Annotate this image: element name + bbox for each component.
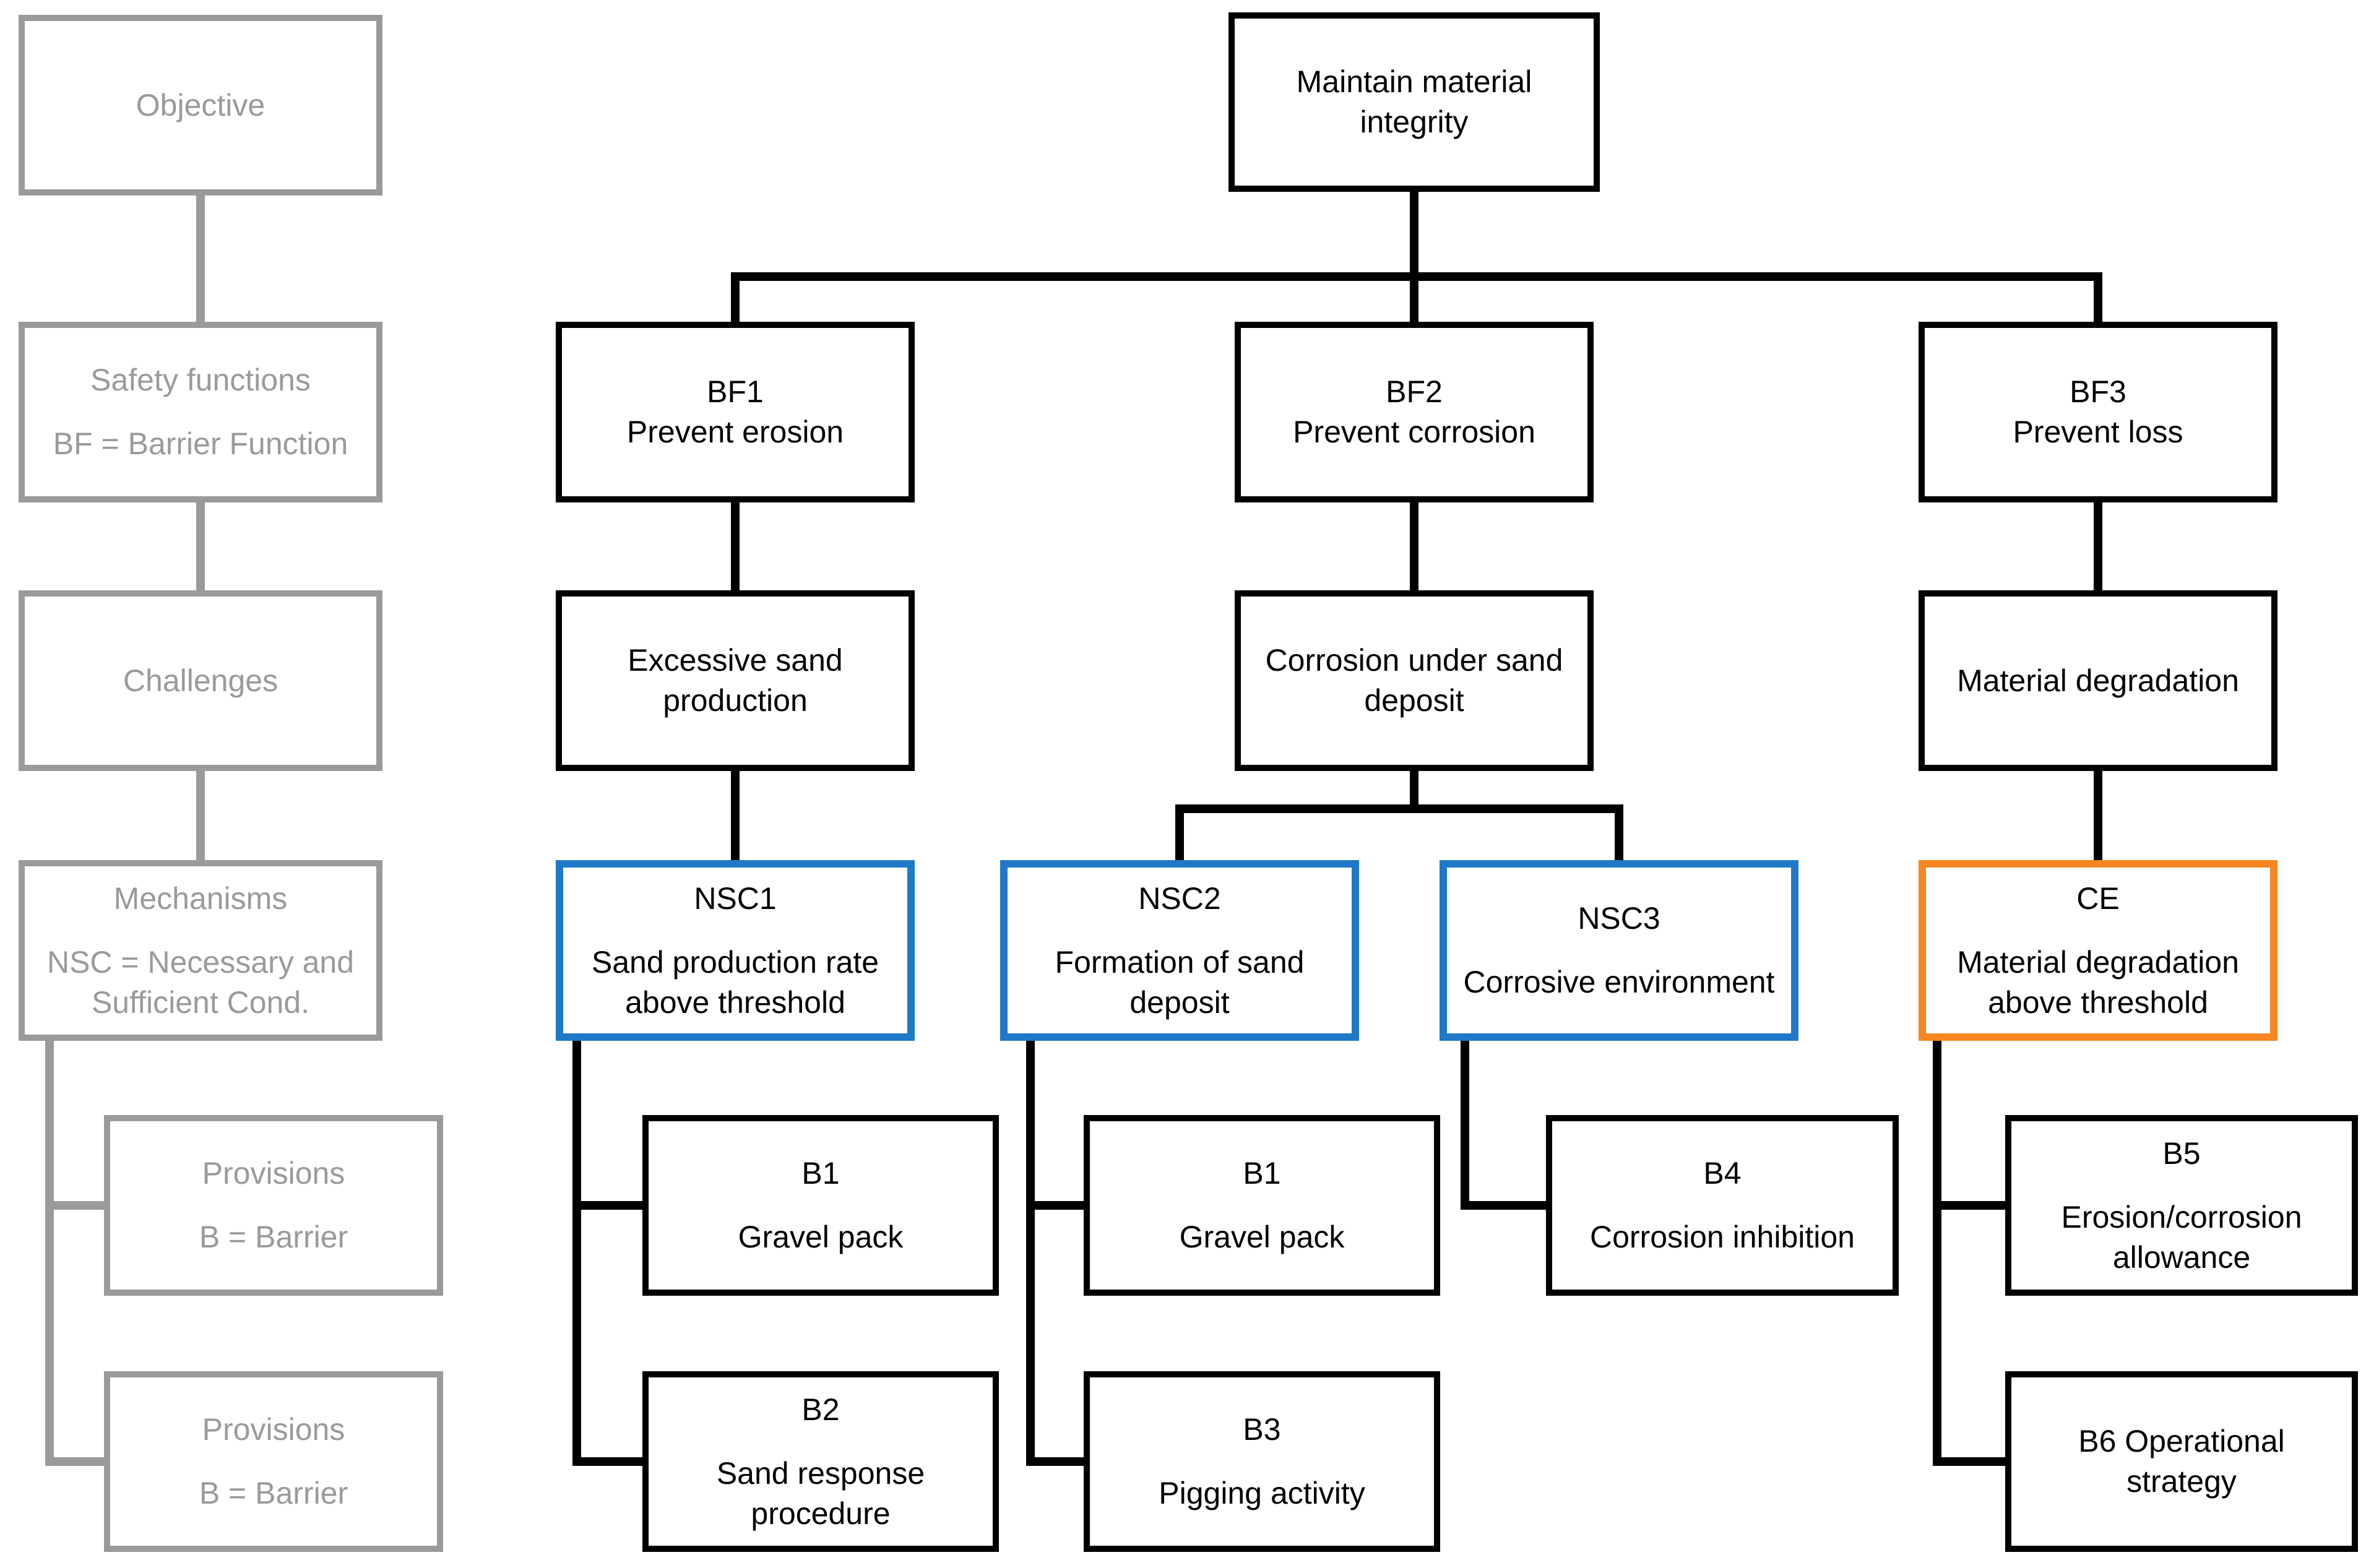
node-challenge-material-degradation: Material degradation [1919,590,2277,771]
legend-safety-title: Safety functions [90,363,311,397]
node-ch2-label: Corrosion under sand deposit [1265,643,1563,718]
connector-drop-nsc3 [1615,804,1623,860]
legend-connector-safety-challenges [196,502,205,590]
node-b6-operational-strategy: B6 Operational strategy [2005,1371,2358,1552]
node-bf3: BF3 Prevent loss [1919,322,2277,502]
node-ch3-label: Material degradation [1957,663,2239,698]
node-b1-gravel-pack-corrosion: B1 Gravel pack [1084,1115,1440,1296]
legend-challenges-label: Challenges [123,663,278,698]
node-b1a-label: Gravel pack [738,1220,904,1254]
node-bf1: BF1 Prevent erosion [556,322,915,502]
legend-connector-objective-safety [196,196,205,322]
legend-box-provisions-2: Provisions B = Barrier [104,1371,443,1552]
connector-bf2-challenge [1410,502,1418,590]
node-b2-label: Sand response procedure [716,1455,925,1531]
connector-ch2-split-drop [1410,771,1418,813]
node-bf2-label: Prevent corrosion [1293,415,1535,449]
node-nsc3: NSC3 Corrosive environment [1440,860,1798,1041]
legend-provisions1-title: Provisions [202,1156,345,1191]
node-ce: CE Material degradation above threshold [1919,860,2277,1041]
node-b3-label: Pigging activity [1159,1476,1365,1510]
node-b4-code: B4 [1703,1156,1742,1191]
node-bf2: BF2 Prevent corrosion [1235,322,1594,502]
legend-safety-note: BF = Barrier Function [53,426,348,461]
node-ce-label: Material degradation above threshold [1957,944,2239,1020]
legend-provisions1-note: B = Barrier [199,1220,348,1254]
node-b5-erosion-corrosion-allowance: B5 Erosion/corrosion allowance [2005,1115,2358,1296]
node-challenge-corrosion-under-sand: Corrosion under sand deposit [1235,590,1594,771]
node-nsc3-label: Corrosive environment [1463,965,1775,999]
legend-connector-stub-provisions-1 [45,1201,104,1210]
node-nsc1-code: NSC1 [694,881,777,916]
node-objective: Maintain material integrity [1228,12,1600,192]
node-b5-code: B5 [2162,1135,2201,1171]
legend-connector-stub-provisions-2 [45,1457,104,1466]
node-bf1-label: Prevent erosion [626,415,844,449]
connector-nsc1-stub-b1 [572,1201,642,1210]
connector-ce-stub-b6 [1933,1457,2005,1466]
node-b3-code: B3 [1243,1412,1281,1447]
node-ch1-label: Excessive sand production [628,643,843,718]
connector-bf3-challenge [2094,502,2102,590]
legend-box-objective: Objective [19,15,382,196]
node-challenge-excessive-sand: Excessive sand production [556,590,915,771]
connector-ch1-nsc1 [731,771,740,860]
legend-box-mechanisms: Mechanisms NSC = Necessary and Sufficien… [19,860,382,1041]
connector-nsc1-stub-b2 [572,1457,642,1466]
legend-box-provisions-1: Provisions B = Barrier [104,1115,443,1296]
node-nsc2: NSC2 Formation of sand deposit [1000,860,1359,1041]
node-nsc2-code: NSC2 [1138,881,1221,916]
connector-ch3-ce [2094,771,2102,860]
connector-nsc2-drop [1026,1041,1035,1466]
node-nsc2-label: Formation of sand deposit [1055,944,1305,1020]
node-bf3-code: BF3 [2070,374,2126,409]
legend-connector-mechanisms-drop [45,1041,54,1466]
legend-provisions2-note: B = Barrier [199,1476,348,1510]
connector-nsc3-stub-b4 [1461,1201,1546,1210]
connector-nsc3-drop [1461,1041,1469,1210]
node-b5-label: Erosion/corrosion allowance [2061,1199,2302,1275]
node-bf3-label: Prevent loss [2013,415,2183,449]
node-b3-pigging-activity: B3 Pigging activity [1084,1371,1440,1552]
node-b1a-code: B1 [801,1156,840,1191]
legend-connector-challenges-mechanisms [196,771,205,860]
legend-box-challenges: Challenges [19,590,382,771]
node-ce-code: CE [2076,881,2120,916]
connector-nsc-split-rail [1175,804,1623,813]
legend-mechanisms-note: NSC = Necessary and Sufficient Cond. [46,944,355,1020]
legend-provisions2-title: Provisions [202,1412,345,1447]
node-b1b-code: B1 [1243,1156,1281,1191]
legend-objective-label: Objective [136,87,266,123]
node-objective-label: Maintain material integrity [1296,64,1532,139]
node-bf2-code: BF2 [1386,374,1443,409]
node-nsc3-code: NSC3 [1578,901,1660,936]
connector-nsc2-stub-b1 [1026,1201,1084,1210]
node-b2-code: B2 [801,1392,840,1427]
node-b4-corrosion-inhibition: B4 Corrosion inhibition [1546,1115,1899,1296]
connector-nsc2-stub-b3 [1026,1457,1084,1466]
connector-drop-bf3 [2094,272,2102,322]
connector-drop-nsc2 [1175,804,1184,860]
connector-bf1-challenge [731,502,740,590]
connector-objective-drop [1410,192,1418,281]
node-b1b-label: Gravel pack [1179,1220,1345,1254]
node-nsc1-label: Sand production rate above threshold [591,944,879,1020]
connector-drop-bf2 [1410,272,1418,322]
legend-mechanisms-title: Mechanisms [113,881,288,916]
node-bf1-code: BF1 [707,374,764,409]
node-b1-gravel-pack-erosion: B1 Gravel pack [642,1115,999,1296]
node-b6-label: B6 Operational strategy [2078,1424,2285,1499]
connector-drop-bf1 [731,272,740,322]
connector-nsc1-drop [572,1041,581,1466]
connector-ce-drop [1933,1041,1941,1466]
node-b2-sand-response: B2 Sand response procedure [642,1371,999,1552]
connector-ce-stub-b5 [1933,1201,2005,1210]
node-b4-label: Corrosion inhibition [1589,1220,1855,1254]
legend-box-safety-functions: Safety functions BF = Barrier Function [19,322,382,502]
node-nsc1: NSC1 Sand production rate above threshol… [556,860,915,1041]
